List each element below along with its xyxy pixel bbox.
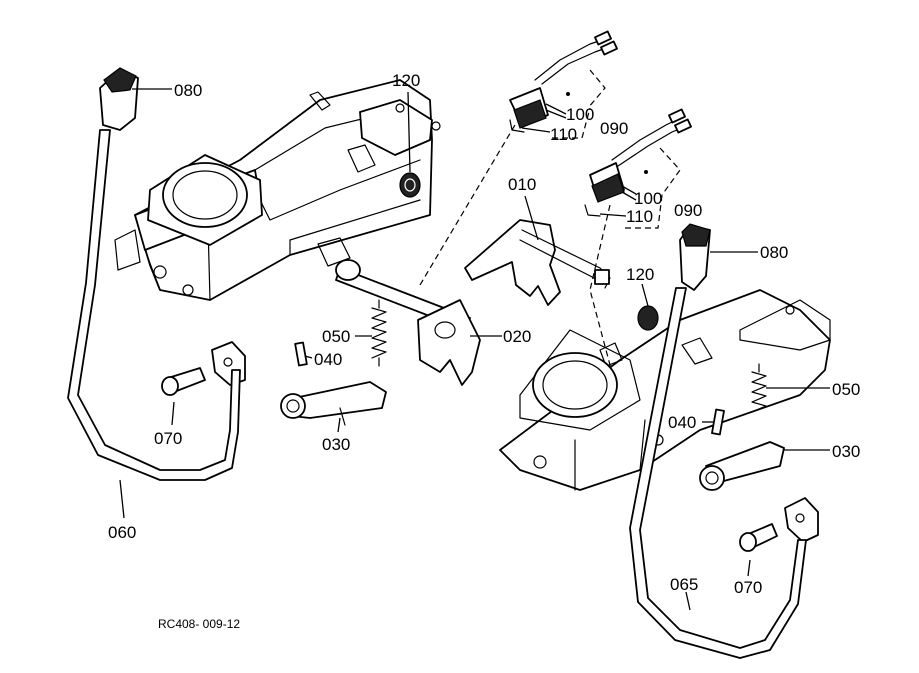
label-110-upper: 110 [550, 125, 577, 144]
right-lever-030 [699, 441, 785, 491]
left-lever-030 [280, 381, 387, 426]
right-frame-hole [532, 305, 795, 469]
right-clamp [784, 497, 819, 543]
left-pin-040 [294, 341, 308, 367]
label-070-left: 070 [154, 429, 182, 448]
label-080-left: 080 [174, 81, 202, 100]
left-lever-rod-060 [67, 129, 241, 481]
label-120-right: 120 [626, 265, 654, 284]
label-030-right: 030 [832, 442, 860, 461]
label-080-right: 080 [760, 243, 788, 262]
right-knob-080 [679, 223, 711, 291]
left-spring-120 [399, 172, 421, 198]
label-090-lower: 090 [674, 201, 702, 220]
right-lever-rod-065 [629, 287, 807, 659]
cam-020 [417, 299, 481, 386]
cam-010 [464, 219, 611, 306]
label-040-left: 040 [314, 350, 342, 369]
label-065: 065 [670, 575, 698, 594]
label-030-left: 030 [322, 435, 350, 454]
label-100-upper: 100 [566, 105, 594, 124]
label-050-left: 050 [322, 327, 350, 346]
right-spring-120 [637, 305, 659, 331]
label-070-right: 070 [734, 578, 762, 597]
label-100-lower: 100 [634, 189, 662, 208]
label-060: 060 [108, 523, 136, 542]
leader-lines [119, 88, 830, 611]
label-010: 010 [508, 175, 536, 194]
left-knob-080 [99, 67, 139, 131]
figure-code: RC408- 009-12 [158, 617, 240, 631]
switch-lower [584, 108, 692, 217]
label-020: 020 [503, 327, 531, 346]
left-frame-hole [147, 103, 441, 296]
label-110-lower: 110 [626, 207, 653, 226]
label-090-upper: 090 [600, 119, 628, 138]
right-pin-040 [711, 408, 725, 436]
label-120-left: 120 [392, 71, 420, 90]
label-050-right: 050 [832, 380, 860, 399]
switch-upper [509, 30, 618, 133]
right-bolt-070 [739, 523, 778, 552]
left-bolt-070 [161, 367, 206, 396]
left-spring-050 [371, 299, 387, 367]
right-spring-050 [751, 363, 767, 413]
label-040-right: 040 [668, 413, 696, 432]
